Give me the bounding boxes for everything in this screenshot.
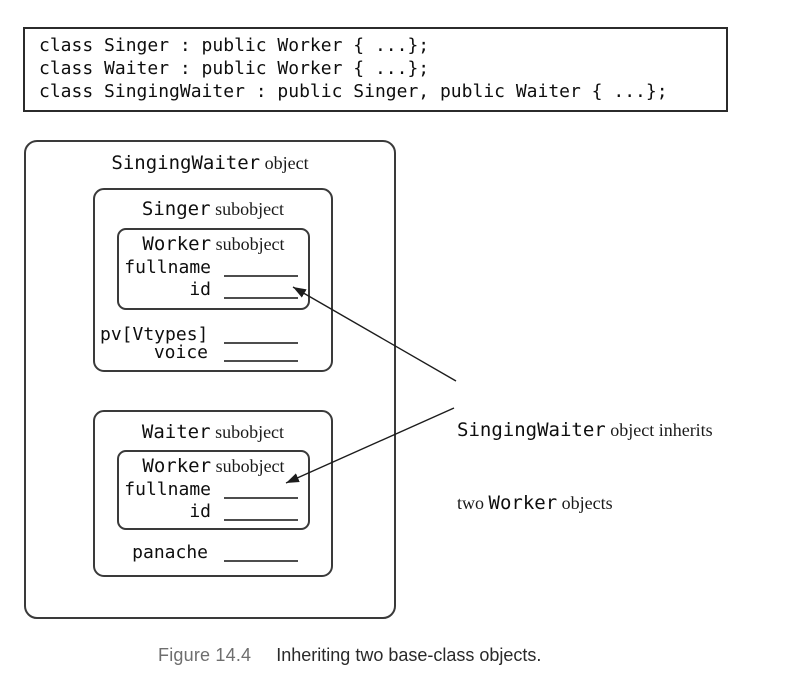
field-value-line [224,275,298,277]
singer-subobject-box: Singer subobject Worker subobject fullna… [93,188,333,372]
code-line-1: class Singer : public Worker { ...}; [39,35,430,56]
worker-subobject-box-waiter: Worker subobject fullname id [117,450,310,530]
singingwaiter-object-label: SingingWaiter object [26,152,394,175]
figure-caption: Figure 14.4 Inheriting two base-class ob… [158,645,541,666]
worker-subobject-label: Worker subobject [119,233,308,256]
field-label-fullname: fullname [124,479,211,500]
waiter-subobject-box: Waiter subobject Worker subobject fullna… [93,410,333,577]
field-label-id: id [189,279,211,300]
label-suffix: subobject [210,199,285,219]
field-value-line [224,342,298,344]
label-class-name: Singer [141,198,211,220]
field-row-voice: voice [100,342,298,364]
singingwaiter-object-box: SingingWaiter object Singer subobject Wo… [24,140,396,619]
label-suffix: object [260,153,309,173]
code-line-3: class SingingWaiter : public Singer, pub… [39,81,668,102]
field-value-line [224,297,298,299]
field-label-pv-vtypes: pv[Vtypes] [100,324,209,345]
label-class-name: SingingWaiter [111,152,261,174]
code-line-2: class Waiter : public Worker { ...}; [39,58,430,79]
field-row-id: id [124,279,298,301]
field-label-panache: panache [132,542,208,563]
annotation: SingingWaiter object inherits two Worker… [457,370,713,564]
field-row-id: id [124,501,298,523]
annotation-class-name: Worker [488,492,558,514]
field-row-fullname: fullname [124,479,298,501]
figure-caption-text: Inheriting two base-class objects. [276,645,542,665]
waiter-subobject-label: Waiter subobject [95,421,331,444]
annotation-class-name: SingingWaiter [457,419,606,441]
field-label-voice: voice [153,342,208,363]
label-suffix: subobject [210,422,285,442]
field-label-id: id [189,501,211,522]
annotation-text: object inherits [605,420,713,440]
figure-number: Figure 14.4 [158,645,252,665]
worker-subobject-label: Worker subobject [119,455,308,478]
label-suffix: subobject [211,234,285,254]
label-class-name: Worker [142,233,212,255]
label-class-name: Worker [142,455,212,477]
annotation-text: objects [557,493,613,513]
worker-subobject-box-singer: Worker subobject fullname id [117,228,310,310]
singer-subobject-label: Singer subobject [95,198,331,221]
annotation-text: two [457,493,489,513]
field-label-fullname: fullname [124,257,211,278]
annotation-line-2: two Worker objects [457,491,713,516]
field-value-line [224,360,298,362]
field-row-panache: panache [100,542,298,564]
field-value-line [224,560,298,562]
field-value-line [224,497,298,499]
label-class-name: Waiter [141,421,211,443]
code-listing-box: class Singer : public Worker { ...}; cla… [23,27,728,112]
field-row-fullname: fullname [124,257,298,279]
field-row-pv-vtypes: pv[Vtypes] [100,324,298,346]
annotation-line-1: SingingWaiter object inherits [457,418,713,443]
field-value-line [224,519,298,521]
label-suffix: subobject [211,456,285,476]
